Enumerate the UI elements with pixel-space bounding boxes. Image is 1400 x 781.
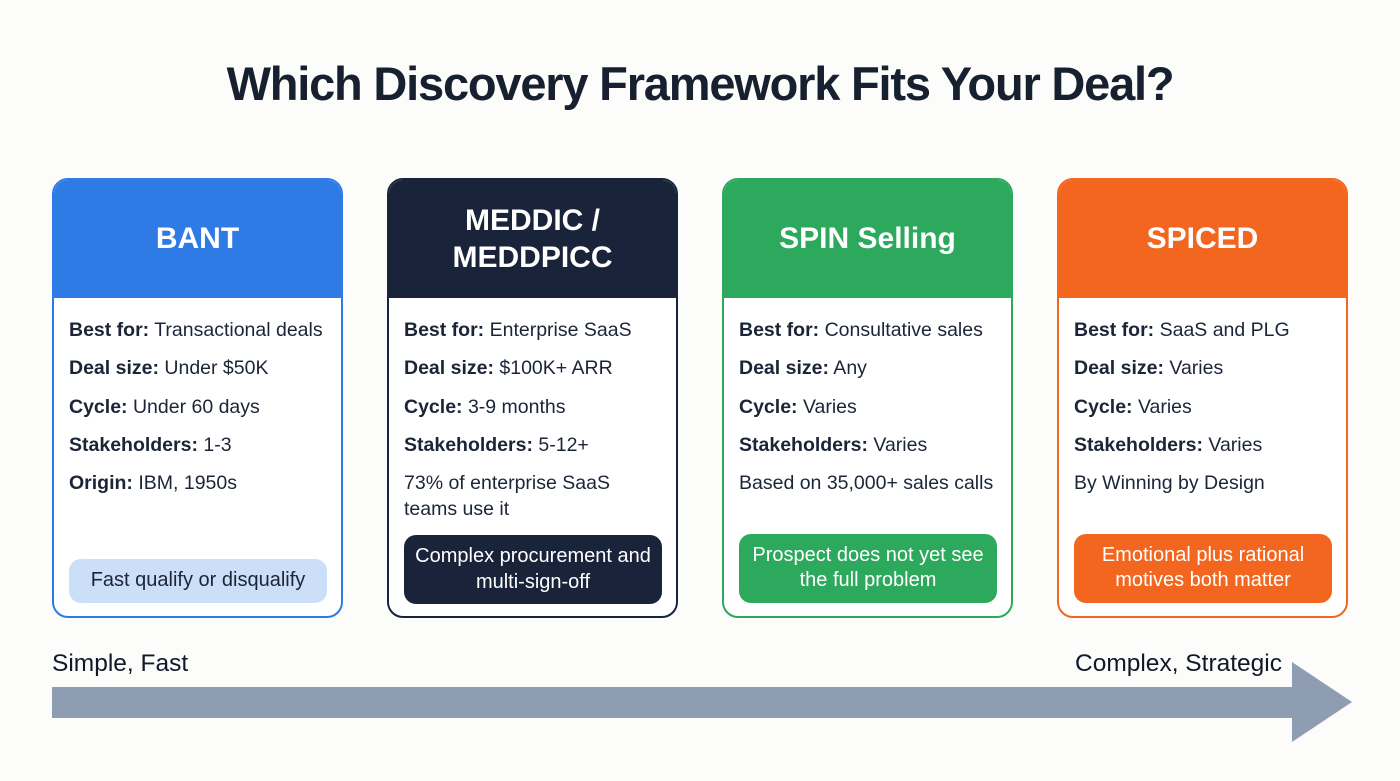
attribute-label: Stakeholders: <box>739 434 868 457</box>
axis-label-complex-strategic: Complex, Strategic <box>1075 650 1282 677</box>
framework-callout-badge: Emotional plus rational motives both mat… <box>1074 533 1332 603</box>
card-attribute-row: Cycle: Varies <box>739 395 857 418</box>
attribute-label: Cycle: <box>1074 395 1133 418</box>
card-attribute-row: Deal size: Under $50K <box>69 357 269 380</box>
framework-card-title: SPIN Selling <box>724 180 1011 298</box>
attribute-label: Deal size: <box>1074 357 1164 380</box>
attribute-label: Stakeholders: <box>69 434 198 457</box>
attribute-label: Best for: <box>69 319 150 341</box>
card-attribute-row: Stakeholders: 1-3 <box>69 434 232 457</box>
card-attribute-row: Cycle: Varies <box>1074 395 1192 418</box>
framework-card-title: MEDDIC / MEDDPICC <box>389 180 676 298</box>
attribute-label: Deal size: <box>739 357 829 380</box>
card-attribute-row: Deal size: $100K+ ARR <box>404 357 613 380</box>
attribute-label: Stakeholders: <box>1074 434 1203 457</box>
attribute-label: Best for: <box>1074 319 1155 341</box>
card-attribute-row: Stakeholders: 5-12+ <box>404 434 589 457</box>
attribute-label: Best for: <box>404 319 485 341</box>
attribute-label: Cycle: <box>739 395 798 418</box>
card-note: 73% of enterprise SaaS teams use it <box>404 472 610 520</box>
attribute-label: Cycle: <box>404 395 463 418</box>
attribute-label: Origin: <box>69 472 133 495</box>
spectrum-arrow-bar <box>52 687 1292 718</box>
attribute-label: Cycle: <box>69 395 128 418</box>
spectrum-axis-labels: Simple, Fast Complex, Strategic <box>52 650 1282 678</box>
card-attribute-row: Best for: Consultative sales <box>739 319 983 341</box>
card-note: Based on 35,000+ sales calls <box>739 472 994 495</box>
framework-attribute-list: Best for: Enterprise SaaS Deal size: $100… <box>404 318 662 535</box>
card-attribute-row: Best for: Enterprise SaaS <box>404 319 632 341</box>
framework-card: MEDDIC / MEDDPICC Best for: Enterprise S… <box>387 178 678 618</box>
card-attribute-row: Best for: Transactional deals <box>69 319 323 341</box>
framework-callout-badge: Fast qualify or disqualify <box>69 559 327 603</box>
attribute-label: Best for: <box>739 319 820 341</box>
framework-card-body: Best for: Enterprise SaaS Deal size: $100… <box>389 298 676 616</box>
card-attribute-row: Deal size: Varies <box>1074 357 1224 380</box>
card-attribute-row: Best for: SaaS and PLG <box>1074 319 1290 341</box>
card-note: By Winning by Design <box>1074 472 1265 495</box>
card-attribute-row: Origin: IBM, 1950s <box>69 472 237 495</box>
attribute-label: Stakeholders: <box>404 434 533 457</box>
framework-card-title: SPICED <box>1059 180 1346 298</box>
card-attribute-row: Cycle: 3-9 months <box>404 395 566 418</box>
framework-callout-badge: Prospect does not yet see the full probl… <box>739 533 997 603</box>
attribute-label: Deal size: <box>69 357 159 380</box>
card-attribute-row: Stakeholders: Varies <box>1074 434 1263 457</box>
card-attribute-row: Deal size: Any <box>739 357 867 380</box>
card-attribute-row: Stakeholders: Varies <box>739 434 928 457</box>
spectrum-arrow-head-icon <box>1292 662 1352 742</box>
framework-card: SPIN Selling Best for: Consultative sale… <box>722 178 1013 618</box>
framework-card: SPICED Best for: SaaS and PLG Deal size: … <box>1057 178 1348 618</box>
card-attribute-row: Cycle: Under 60 days <box>69 395 260 418</box>
framework-callout-badge: Complex procurement and multi-sign-off <box>404 535 662 605</box>
axis-label-simple-fast: Simple, Fast <box>52 650 189 677</box>
framework-card-title: BANT <box>54 180 341 298</box>
page-title: Which Discovery Framework Fits Your Deal… <box>226 57 1175 110</box>
attribute-label: Deal size: <box>404 357 494 380</box>
